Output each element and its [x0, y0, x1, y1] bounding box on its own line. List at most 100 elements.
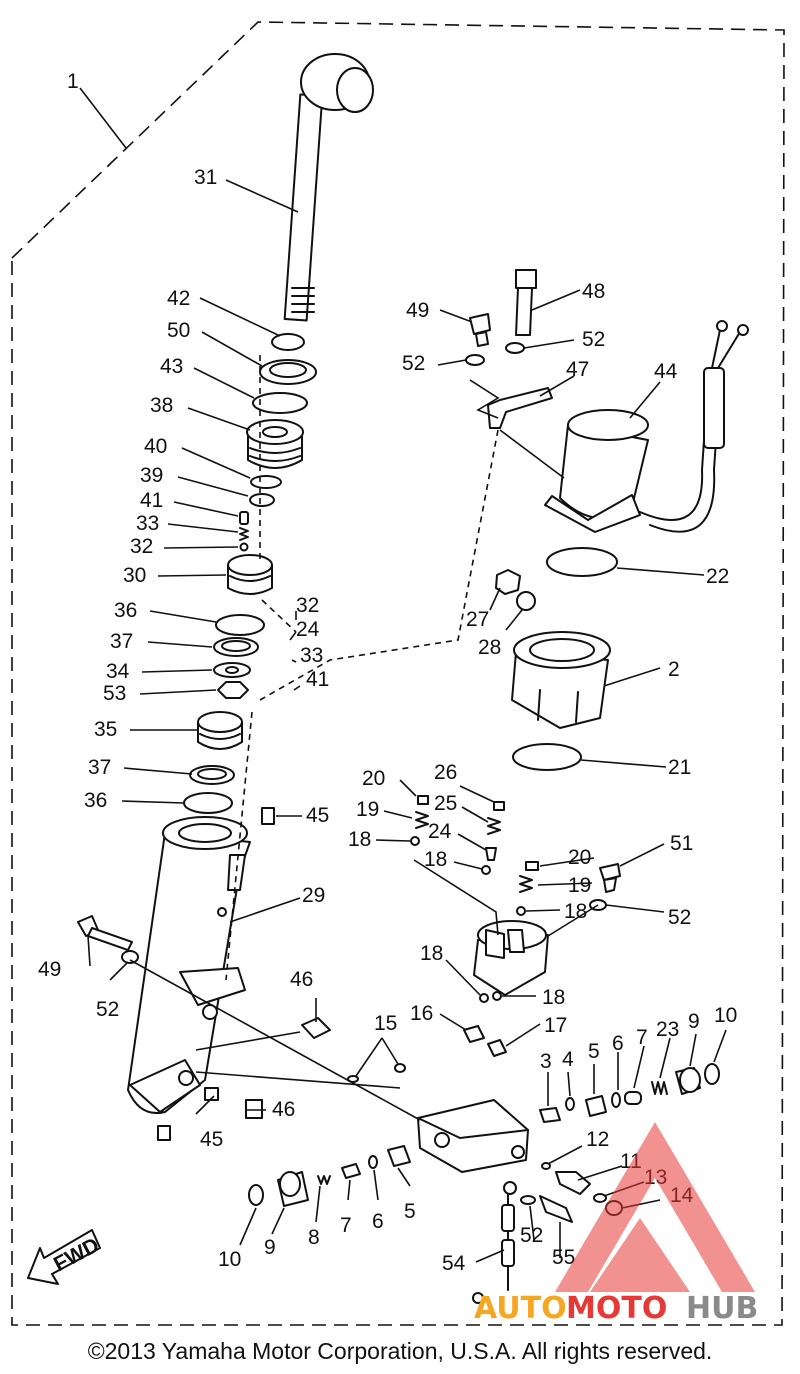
- backup-ring-37b: [189, 765, 235, 785]
- piston-30: [227, 554, 273, 595]
- callout-18d: 18: [420, 942, 443, 965]
- callout-19a: 19: [356, 798, 379, 821]
- ball-18c: [516, 906, 526, 916]
- ball-32: [239, 542, 249, 552]
- callout-36a: 36: [114, 599, 137, 622]
- plug-20a: [417, 795, 429, 805]
- callout-52e: 52: [520, 1224, 543, 1247]
- bolt-48: [515, 269, 537, 336]
- screw-55: [539, 1195, 573, 1223]
- callout-30: 30: [123, 564, 146, 587]
- callout-48: 48: [582, 280, 605, 303]
- callout-33b: 33: [300, 644, 323, 667]
- lead-wire-54: [472, 1181, 517, 1304]
- callout-20b: 20: [568, 846, 591, 869]
- callout-10a: 10: [714, 1004, 737, 1027]
- callout-18e: 18: [542, 986, 565, 1009]
- o-ring-15a: [347, 1075, 359, 1083]
- callout-8: 8: [308, 1226, 320, 1249]
- o-ring-36b: [183, 792, 233, 814]
- callout-18c: 18: [564, 900, 587, 923]
- o-ring-43: [252, 392, 308, 414]
- callout-51: 51: [670, 832, 693, 855]
- grease-nipple-45b: [204, 1087, 219, 1101]
- callout-3: 3: [540, 1050, 552, 1073]
- callout-6b: 6: [372, 1210, 384, 1233]
- o-ring-28: [516, 591, 536, 611]
- callout-44: 44: [654, 360, 678, 383]
- washer-52c: [505, 342, 525, 354]
- filter-16: [463, 1025, 485, 1043]
- ring-6a: [611, 1092, 621, 1108]
- washer-40: [250, 475, 282, 489]
- callout-6a: 6: [612, 1032, 624, 1055]
- watermark-moto: MOTO: [566, 1291, 667, 1326]
- callout-18b: 18: [424, 848, 447, 871]
- pump-base: [473, 920, 549, 996]
- callout-22: 22: [706, 565, 729, 588]
- callout-26: 26: [434, 761, 457, 784]
- reservoir-2: [511, 631, 611, 729]
- spring-19b: [519, 875, 533, 893]
- grease-nipple-45a: [261, 807, 275, 825]
- bolt-49b: [469, 313, 491, 347]
- spring-8: [317, 1175, 331, 1185]
- ball-18d: [479, 993, 489, 1003]
- callout-39: 39: [140, 464, 163, 487]
- callout-27: 27: [466, 608, 489, 631]
- callout-9b: 9: [264, 1236, 276, 1259]
- callout-47: 47: [566, 358, 589, 381]
- manual-valve-11: [555, 1171, 591, 1195]
- callout-52d: 52: [668, 906, 691, 929]
- washer-52e: [520, 1195, 536, 1205]
- plug-9b: [277, 1171, 309, 1207]
- tilt-cylinder-29: [127, 816, 251, 1114]
- callout-1: 1: [67, 70, 79, 93]
- callout-31: 31: [194, 166, 217, 189]
- callout-12: 12: [586, 1128, 609, 1151]
- callout-35: 35: [94, 718, 117, 741]
- valve-5b: [387, 1145, 411, 1167]
- watermark-logo: AUTO MOTO HUB: [474, 1122, 758, 1326]
- spring-33: [239, 527, 249, 541]
- callout-28: 28: [478, 636, 501, 659]
- ball-18e: [492, 991, 502, 1001]
- callout-55: 55: [552, 1246, 575, 1269]
- piston-7b: [341, 1163, 361, 1179]
- bracket-47: [487, 387, 553, 429]
- ball-18a: [410, 836, 420, 846]
- watermark-hub: HUB: [686, 1291, 758, 1326]
- callout-9a: 9: [688, 1010, 700, 1033]
- callout-4: 4: [562, 1048, 574, 1071]
- callout-54: 54: [442, 1252, 466, 1275]
- callout-7b: 7: [340, 1214, 352, 1237]
- callout-36b: 36: [84, 789, 107, 812]
- o-ring-39: [249, 493, 275, 507]
- callout-24a: 24: [296, 618, 320, 641]
- fwd-arrow: FWD: [27, 1229, 103, 1285]
- copyright-notice: ©2013 Yamaha Motor Corporation, U.S.A. A…: [87, 1338, 713, 1364]
- callout-2: 2: [668, 658, 680, 681]
- callout-17: 17: [544, 1014, 567, 1037]
- screw-51: [599, 863, 621, 893]
- ring-4: [565, 1097, 575, 1111]
- callout-49a: 49: [406, 299, 429, 322]
- filter-17: [487, 1039, 507, 1057]
- o-ring-22: [546, 547, 618, 577]
- bolt-46b: [245, 1099, 263, 1119]
- o-ring-13: [593, 1193, 607, 1203]
- grease-nipple-45c: [157, 1125, 171, 1141]
- callout-38: 38: [150, 394, 173, 417]
- callout-5b: 5: [404, 1200, 416, 1223]
- backup-ring-37a: [213, 637, 259, 657]
- callout-32a: 32: [130, 535, 153, 558]
- assembly-boundary: [11, 21, 785, 1326]
- valve-5a: [585, 1095, 607, 1117]
- callout-37b: 37: [88, 756, 111, 779]
- callout-7a: 7: [636, 1026, 648, 1049]
- callout-23: 23: [656, 1018, 679, 1041]
- callout-50: 50: [167, 319, 190, 342]
- o-ring-12: [541, 1162, 551, 1170]
- callout-32b: 32: [296, 594, 319, 617]
- callout-5a: 5: [588, 1040, 600, 1063]
